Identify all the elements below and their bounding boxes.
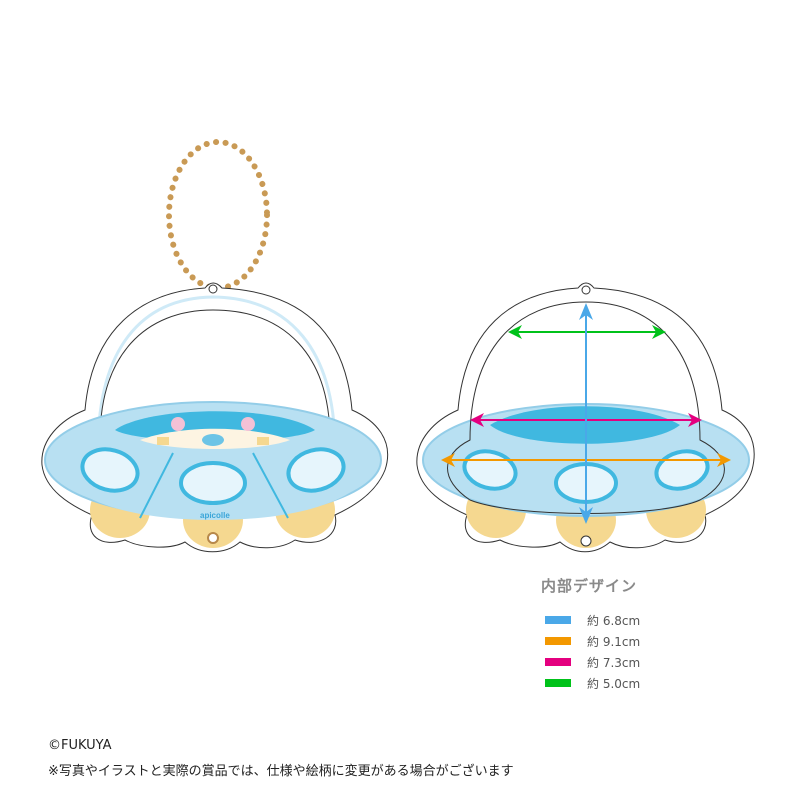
legend-label: 約 9.1cm: [587, 634, 641, 649]
legend-title: 内部デザイン: [541, 577, 638, 595]
dimension-arrow-blue: [579, 303, 593, 524]
legend-swatch-blue: [545, 616, 571, 624]
legend-item: 約 9.1cm: [545, 630, 640, 652]
legend-item: 約 7.3cm: [545, 651, 640, 673]
legend-swatch-magenta: [545, 658, 571, 666]
disclaimer-notice: ※写真やイラストと実際の賞品では、仕様や絵柄に変更がある場合がございます: [48, 764, 514, 779]
legend-label: 約 7.3cm: [587, 655, 641, 670]
legend-label: 約 6.8cm: [587, 613, 641, 628]
legend-swatch-green: [545, 679, 571, 687]
legend-item: 約 5.0cm: [545, 672, 640, 694]
ufo-windows: [80, 447, 346, 505]
legend-item: 約 6.8cm: [545, 609, 640, 631]
brand-mark: apicolle: [200, 511, 230, 520]
legend-swatch-orange: [545, 637, 571, 645]
legend-label: 約 5.0cm: [587, 676, 641, 691]
copyright-text: ©FUKUYA: [48, 738, 112, 753]
